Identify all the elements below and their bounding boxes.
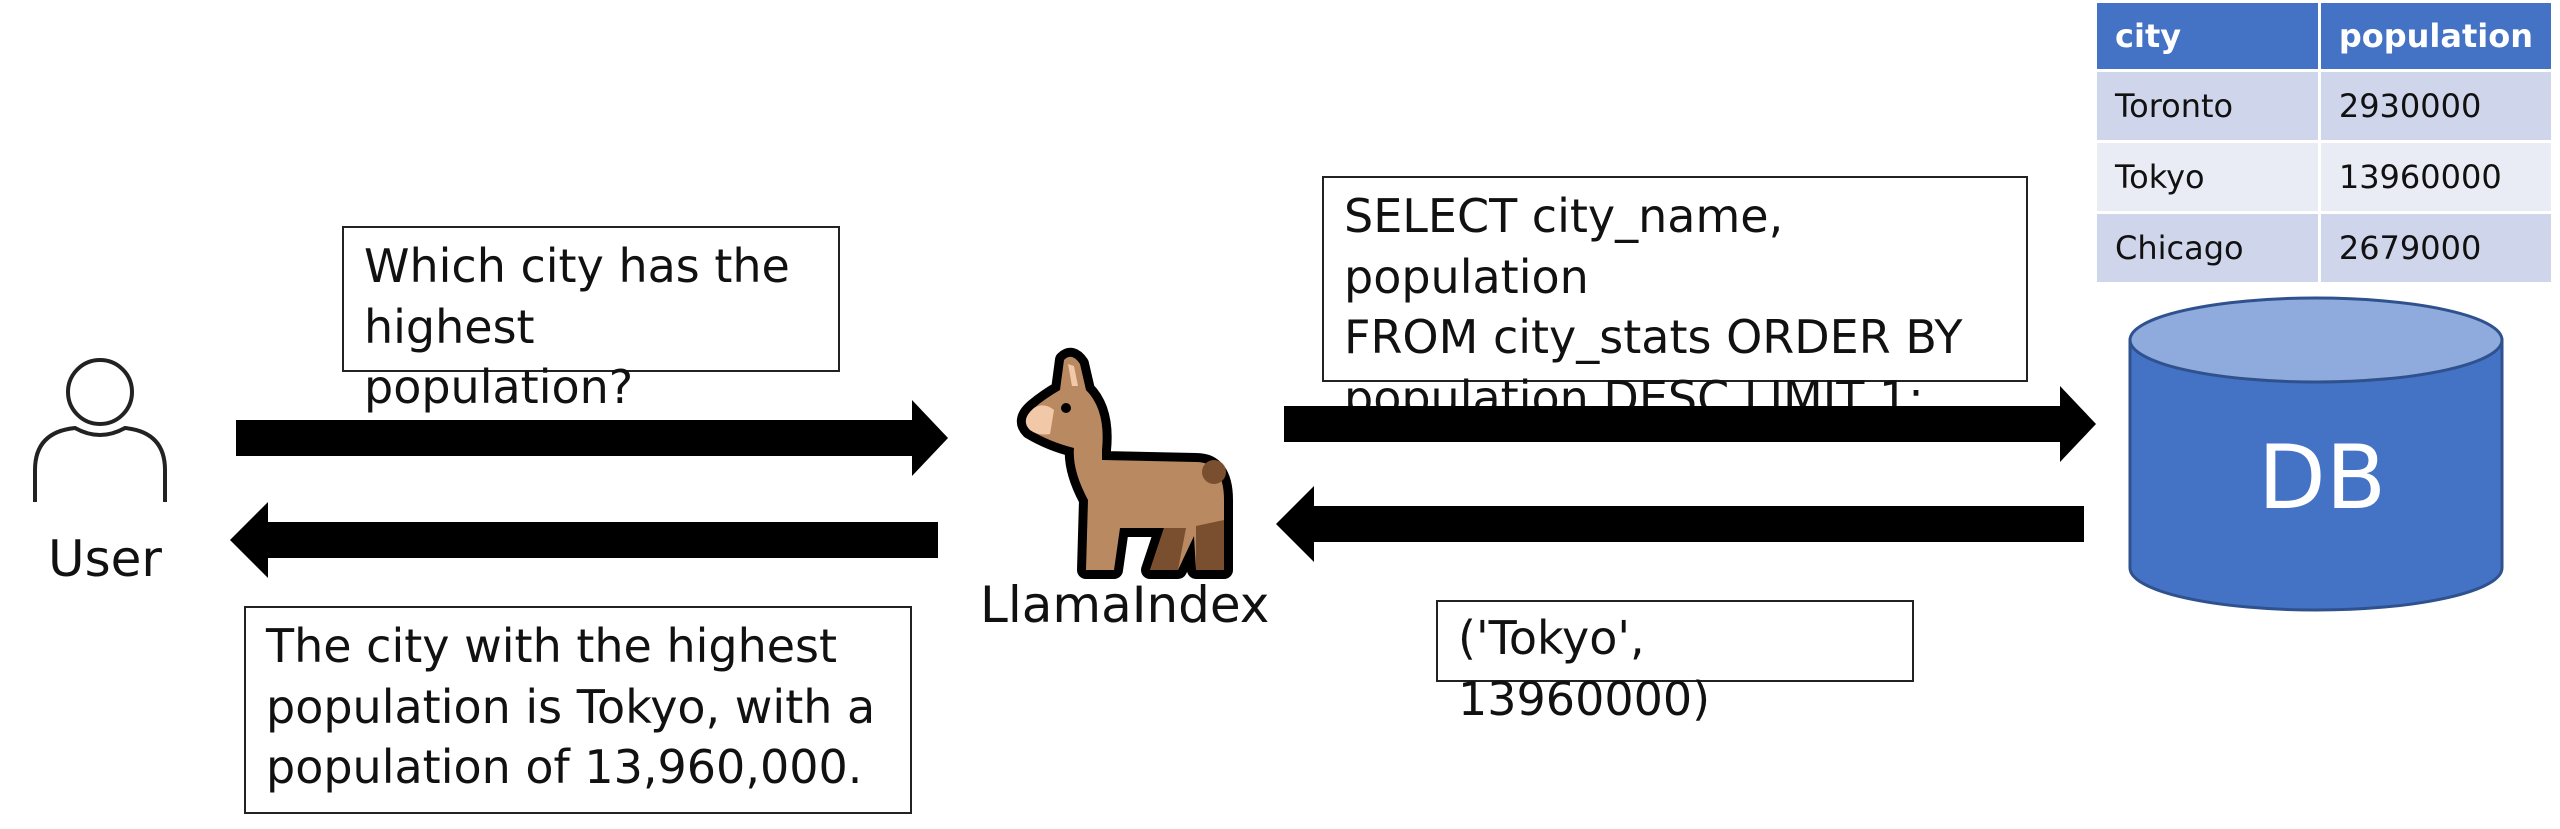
table-row: Tokyo 13960000 [2094,140,2555,214]
table-cell-population: 2679000 [2317,211,2555,285]
table-cell-city: Tokyo [2094,140,2321,214]
arrow-llamaindex-to-user [230,502,938,578]
table-cell-population: 13960000 [2317,140,2555,214]
sql-query-box: SELECT city_name, population FROM city_s… [1322,176,2028,425]
arrow-db-to-llamaindex [1276,486,2084,562]
city-stats-table: city population Toronto 2930000 Tokyo 13… [2094,0,2555,285]
answer-box: The city with the highest population is … [244,606,912,814]
table-row: Toronto 2930000 [2094,69,2555,143]
table-cell-city: Toronto [2094,69,2321,143]
query-result-box: ('Tokyo', 13960000) [1436,600,1914,726]
table-cell-city: Chicago [2094,211,2321,285]
table-cell-population: 2930000 [2317,69,2555,143]
database-label: DB [2258,426,2387,529]
arrow-llamaindex-to-db [1284,386,2096,462]
table-row: Chicago 2679000 [2094,211,2555,285]
llamaindex-label: LlamaIndex [980,576,1270,634]
table-header-city: city [2094,0,2321,72]
table-header-row: city population [2094,0,2555,72]
question-box: Which city has the highest population? [342,226,840,414]
user-label: User [48,530,162,588]
llama-icon [1016,347,1233,579]
arrow-user-to-llamaindex [236,400,948,476]
database-icon [2128,296,2504,612]
table-header-population: population [2317,0,2555,72]
user-icon [33,358,167,502]
